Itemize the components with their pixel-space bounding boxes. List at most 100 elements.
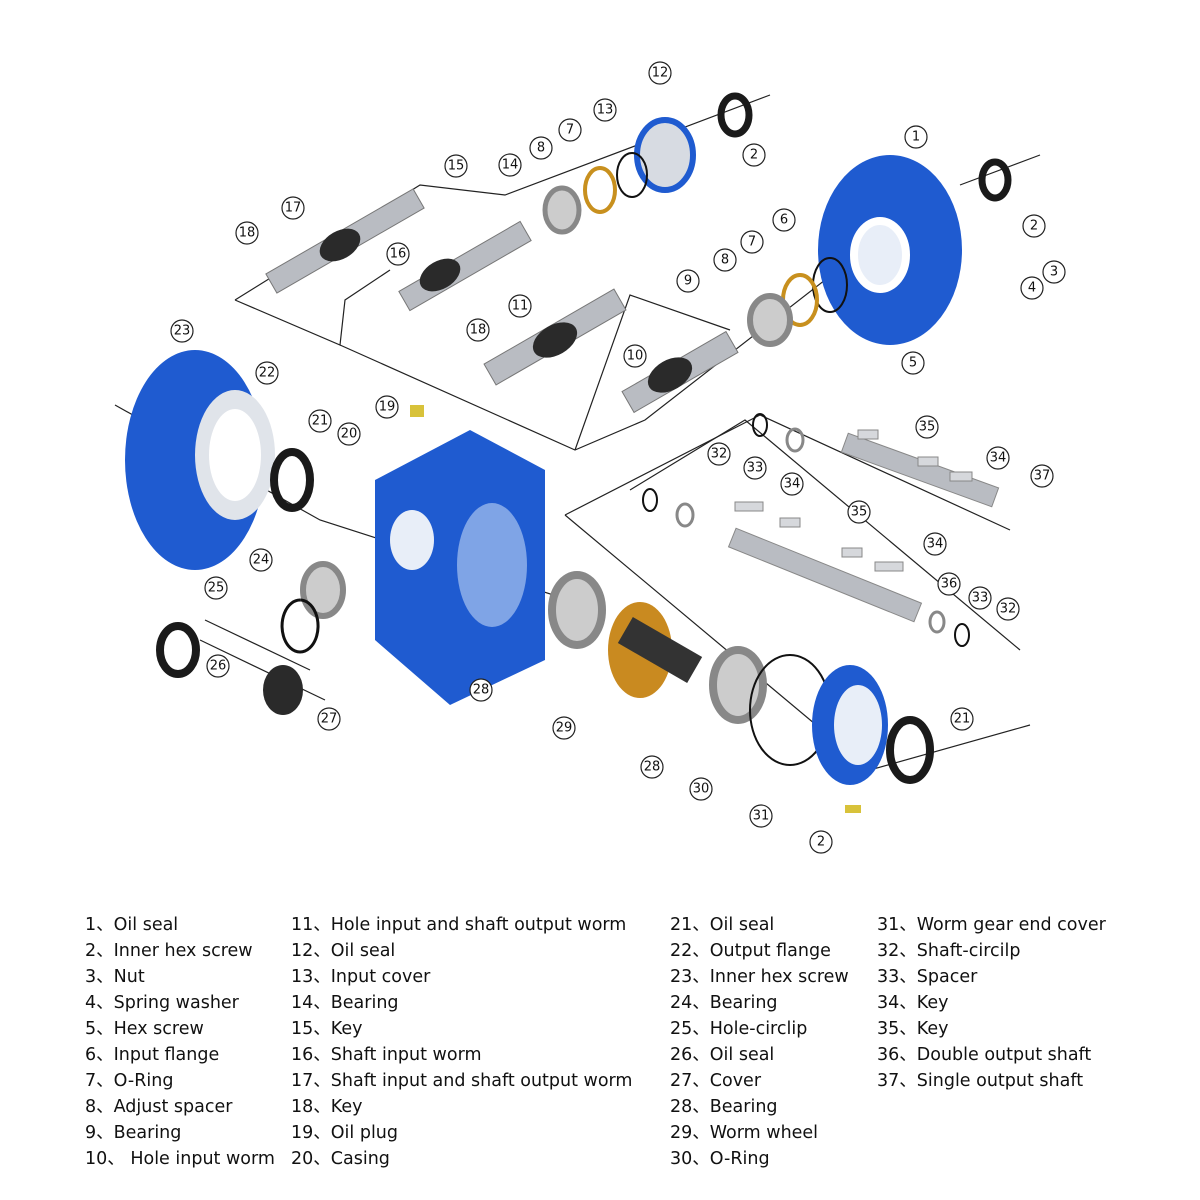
callout-number: 2 <box>750 148 758 163</box>
callout-36: 36 <box>937 572 961 596</box>
callout-circle <box>689 777 713 801</box>
callout-37: 37 <box>1030 464 1054 488</box>
callout-4: 4 <box>1020 276 1044 300</box>
callout-27: 27 <box>317 707 341 731</box>
legend-item: 16、Shaft input worm <box>291 1045 482 1065</box>
callout-circle <box>847 500 871 524</box>
callout-26: 26 <box>206 654 230 678</box>
double-output-shaft <box>727 527 923 623</box>
callout-number: 26 <box>210 659 227 674</box>
callout-22: 22 <box>255 361 279 385</box>
legend-item: 9、Bearing <box>85 1123 182 1143</box>
callout-number: 21 <box>312 414 329 429</box>
oil-seal <box>270 448 314 512</box>
callout-20: 20 <box>337 422 361 446</box>
callout-18: 18 <box>235 221 259 245</box>
callout-number: 10 <box>627 349 644 364</box>
callout-10: 10 <box>623 344 647 368</box>
legend-item: 32、Shaft-circilp <box>877 941 1021 961</box>
bearing <box>548 571 606 649</box>
callout-12: 12 <box>648 61 672 85</box>
legend-item: 35、Key <box>877 1019 949 1039</box>
callout-number: 35 <box>919 420 936 435</box>
callout-number: 24 <box>253 553 270 568</box>
callout-circle <box>1022 214 1046 238</box>
input-cover <box>634 117 696 193</box>
callout-number: 37 <box>1034 469 1051 484</box>
callout-8: 8 <box>713 248 737 272</box>
legend-item: 22、Output flange <box>670 941 831 961</box>
legend-item: 26、Oil seal <box>670 1045 775 1065</box>
callout-21: 21 <box>950 707 974 731</box>
oil-seal <box>156 622 200 678</box>
legend-item: 20、Casing <box>291 1149 390 1169</box>
callout-circle <box>1030 464 1054 488</box>
callout-circle <box>375 395 399 419</box>
callout-3: 3 <box>1042 260 1066 284</box>
legend-item: 28、Bearing <box>670 1097 778 1117</box>
callout-circle <box>986 446 1010 470</box>
callout-circle <box>676 269 700 293</box>
oil-seal <box>978 158 1012 202</box>
oil-plug <box>410 405 424 417</box>
single-output-shaft <box>840 432 1000 508</box>
callout-number: 18 <box>470 323 487 338</box>
callout-number: 31 <box>753 809 770 824</box>
callout-circle <box>809 830 833 854</box>
callout-number: 21 <box>954 712 971 727</box>
callout-circle <box>707 442 731 466</box>
callout-circle <box>308 409 332 433</box>
callout-number: 7 <box>748 235 756 250</box>
legend-item: 18、Key <box>291 1097 363 1117</box>
callout-circle <box>508 294 532 318</box>
callout-number: 3 <box>1050 265 1058 280</box>
callout-number: 11 <box>512 299 529 314</box>
bearing <box>747 293 793 347</box>
callout-circle <box>904 125 928 149</box>
callout-circle <box>743 456 767 480</box>
callout-number: 8 <box>721 253 729 268</box>
callout-2: 2 <box>1022 214 1046 238</box>
callout-number: 34 <box>990 451 1007 466</box>
callout-34: 34 <box>986 446 1010 470</box>
callout-8: 8 <box>529 136 553 160</box>
callout-number: 7 <box>566 123 574 138</box>
callout-15: 15 <box>444 154 468 178</box>
callout-number: 2 <box>817 835 825 850</box>
callout-18: 18 <box>466 318 490 342</box>
callout-33: 33 <box>968 586 992 610</box>
callout-circle <box>740 230 764 254</box>
callout-29: 29 <box>552 716 576 740</box>
callout-circle <box>469 678 493 702</box>
callout-circle <box>923 532 947 556</box>
callout-circle <box>552 716 576 740</box>
callout-circle <box>466 318 490 342</box>
legend-item: 17、Shaft input and shaft output worm <box>291 1071 633 1091</box>
bearing <box>709 646 767 724</box>
callout-circle <box>281 196 305 220</box>
callout-number: 23 <box>174 324 191 339</box>
legend-item: 37、Single output shaft <box>877 1071 1084 1091</box>
callout-number: 28 <box>644 760 661 775</box>
callout-number: 36 <box>941 577 958 592</box>
callout-number: 32 <box>711 447 728 462</box>
callout-circle <box>1020 276 1044 300</box>
callout-number: 18 <box>239 226 256 241</box>
callout-32: 32 <box>707 442 731 466</box>
legend-item: 5、Hex screw <box>85 1019 204 1039</box>
callout-circle <box>648 61 672 85</box>
callout-number: 22 <box>259 366 276 381</box>
bearing <box>300 561 346 619</box>
callout-32: 32 <box>996 597 1020 621</box>
callout-circle <box>780 472 804 496</box>
callout-number: 25 <box>208 581 225 596</box>
callout-number: 33 <box>747 461 764 476</box>
callout-circle <box>937 572 961 596</box>
callout-number: 8 <box>537 141 545 156</box>
parts <box>125 92 1012 813</box>
callout-number: 30 <box>693 782 710 797</box>
callout-circle <box>249 548 273 572</box>
callout-circle <box>749 804 773 828</box>
